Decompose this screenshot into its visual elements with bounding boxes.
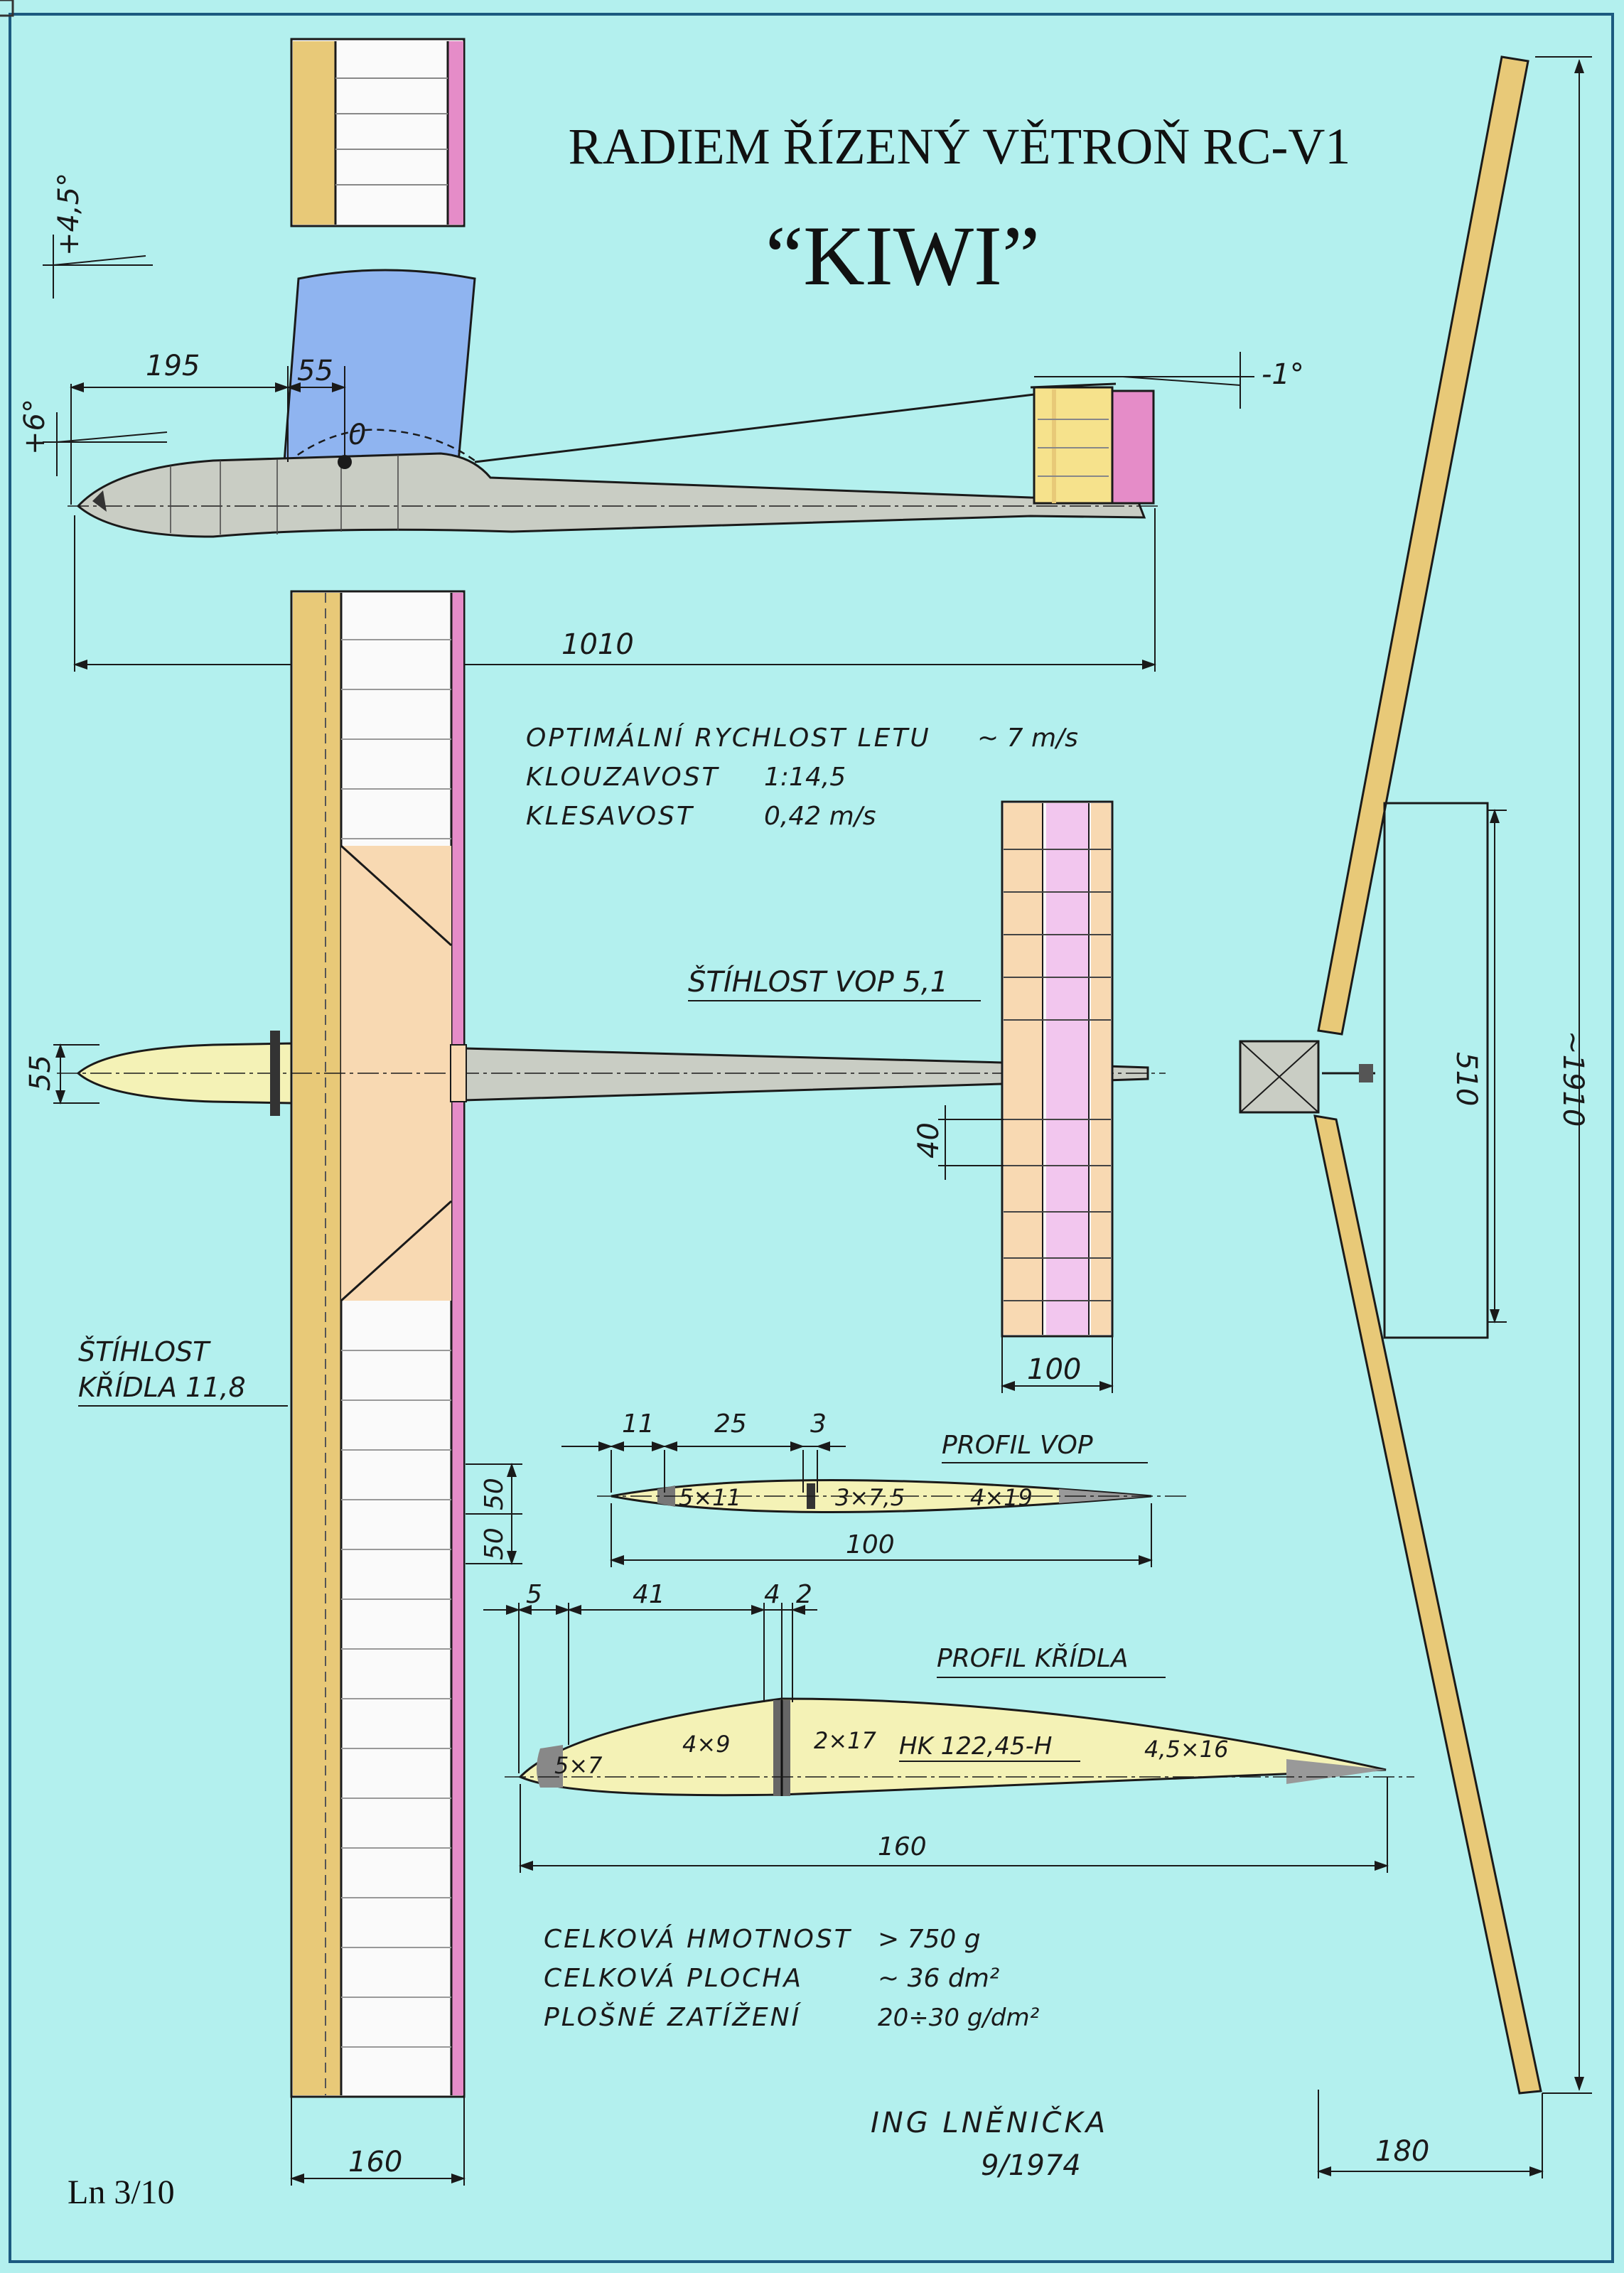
wing-angle-label: +6° <box>18 399 51 455</box>
wing-spar-3: 2×17 <box>814 1727 877 1754</box>
wing-dim-41: 41 <box>633 1580 665 1609</box>
dim-510: 510 <box>1450 1052 1483 1106</box>
fin-detail-top <box>290 38 466 227</box>
wing-aspect-line2: KŘÍDLA 11,8 <box>78 1372 246 1403</box>
glide-label: KLOUZAVOST <box>526 763 720 792</box>
area-label: CELKOVÁ PLOCHA <box>544 1963 803 1993</box>
dim-195: 195 <box>146 350 200 382</box>
dim-55-side: 55 <box>297 355 333 387</box>
sink-value: 0,42 m/s <box>764 802 876 831</box>
profile-wing: PROFIL KŘÍDLA 5×7 4×9 2×17 HK 122,45-H 4… <box>483 1580 1414 1873</box>
load-value: 20÷30 g/dm² <box>878 2004 1040 2032</box>
vop-spar-1: 5×11 <box>679 1484 741 1511</box>
dim-wing-chord: 160 <box>348 2146 402 2178</box>
front-view: 510 ~1910 180 <box>1239 55 1592 2178</box>
profile-wing-title: PROFIL KŘÍDLA <box>937 1643 1129 1673</box>
wing-spar-2: 4×9 <box>682 1731 731 1758</box>
wing-trailing-edge <box>451 593 463 2095</box>
dim-40: 40 <box>913 1122 945 1159</box>
dim-1010: 1010 <box>561 628 634 661</box>
wing-chord-dim: 160 <box>290 2097 466 2186</box>
dim-stab-chord: 100 <box>1027 1353 1081 1386</box>
profile-vop-title: PROFIL VOP <box>942 1431 1093 1460</box>
vop-spar-3: 4×19 <box>970 1484 1033 1511</box>
fin-angle-label: +4,5° <box>53 173 85 256</box>
zero-mark: 0 <box>348 419 366 451</box>
stab-side <box>1033 386 1114 505</box>
side-view: +4,5° +6° -1° 195 55 0 1010 <box>18 173 1304 672</box>
dim-1910: ~1910 <box>1556 1031 1589 1127</box>
sheet-frame <box>9 13 1614 2263</box>
mass-label: CELKOVÁ HMOTNOST <box>544 1924 852 1954</box>
dim-55-fuselage: 55 <box>24 1055 57 1091</box>
speed-label: OPTIMÁLNÍ RYCHLOST LETU <box>526 723 931 753</box>
stab-angle-label: -1° <box>1262 358 1304 391</box>
dim-50-b: 50 <box>480 1527 509 1560</box>
vop-dim-11: 11 <box>622 1409 655 1439</box>
fin-side <box>283 269 476 463</box>
wing-plan <box>290 590 466 2098</box>
wing-spar-4: 4,5×16 <box>1144 1736 1228 1763</box>
wing-leading-edge <box>293 593 341 2095</box>
dim-50-a: 50 <box>480 1478 509 1510</box>
wing-rib-spacing-dims: 50 50 <box>466 1463 522 1565</box>
dim-180: 180 <box>1375 2135 1429 2168</box>
vop-spar-2: 3×7,5 <box>835 1484 905 1511</box>
drawing-title: RADIEM ŘÍZENÝ VĚTROŇ RC-V1 <box>569 118 1351 175</box>
wing-profile-chord: 160 <box>878 1832 927 1861</box>
mass-value: > 750 g <box>878 1925 981 1954</box>
wing-dim-4: 4 <box>764 1580 780 1609</box>
stab-plan: 40 100 ŠTÍHLOST VOP 5,1 <box>688 800 1114 1393</box>
spec-block: CELKOVÁ HMOTNOST > 750 g CELKOVÁ PLOCHA … <box>544 1924 1040 2032</box>
vop-dim-3: 3 <box>810 1409 827 1439</box>
load-label: PLOŠNÉ ZATÍŽENÍ <box>544 2002 802 2032</box>
area-value: ~ 36 dm² <box>878 1964 999 1993</box>
author-name: ING LNĚNIČKA <box>871 2105 1108 2139</box>
wing-airfoil-name: HK 122,45-H <box>899 1732 1052 1761</box>
front-wing-right <box>1313 1114 1542 2095</box>
wing-aspect-line1: ŠTÍHLOST <box>78 1336 211 1367</box>
vop-dim-25: 25 <box>714 1409 747 1439</box>
performance-block: OPTIMÁLNÍ RYCHLOST LETU ~ 7 m/s KLOUZAVO… <box>526 723 1078 831</box>
model-name: “KIWI” <box>765 208 1040 303</box>
author-date: 9/1974 <box>981 2149 1081 2182</box>
vop-chord: 100 <box>846 1530 895 1559</box>
glide-value: 1:14,5 <box>764 763 846 792</box>
stab-aspect-ratio: ŠTÍHLOST VOP 5,1 <box>688 964 948 999</box>
fuselage-plan: 55 <box>24 1031 1166 1116</box>
wing-spar-1: 5×7 <box>554 1752 603 1779</box>
profile-vop: PROFIL VOP 5×11 3×7,5 4×19 11 25 3 100 <box>561 1409 1187 1567</box>
wing-dim-5: 5 <box>526 1580 542 1609</box>
sheet-reference: Ln 3/10 <box>68 2173 175 2211</box>
sink-label: KLESAVOST <box>526 802 694 831</box>
front-wing-left <box>1317 55 1529 1036</box>
wing-dim-2: 2 <box>796 1580 812 1609</box>
rudder-side <box>1111 389 1155 505</box>
corner-mark <box>0 0 14 17</box>
speed-value: ~ 7 m/s <box>977 724 1078 753</box>
